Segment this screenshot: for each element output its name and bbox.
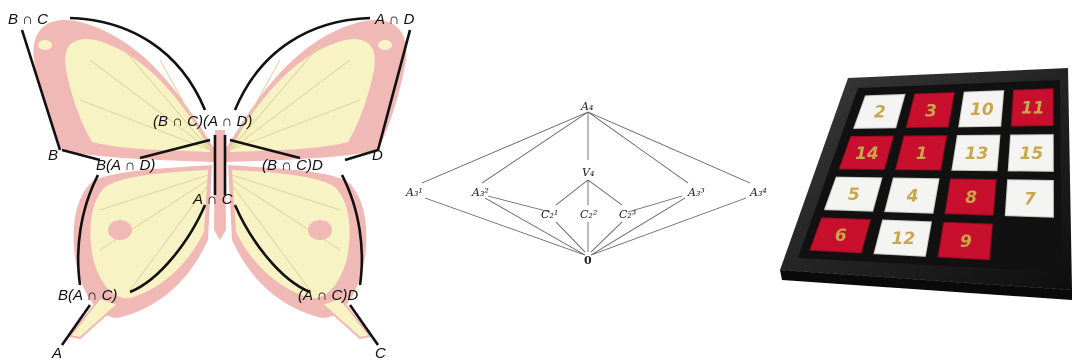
puzzle-tile-5: 5: [823, 176, 883, 212]
tile-number: 14: [855, 144, 879, 164]
tile-face: [958, 90, 1005, 128]
label-a-cap-c-d: (A ∩ C)D: [298, 287, 358, 304]
tile-number: 8: [965, 188, 977, 208]
tile-face: [1007, 134, 1054, 172]
puzzle-tile-15: 15: [1007, 134, 1054, 172]
label-c: C: [375, 345, 386, 360]
node-c2-1: C₂¹: [541, 208, 558, 221]
tile-face: [838, 135, 895, 171]
butterfly-svg: B ∩ C A ∩ D (B ∩ C)(A ∩ D) B B(A ∩ D) (B…: [8, 11, 415, 360]
tile-number: 1: [916, 144, 928, 164]
node-a3-3: A₃³: [687, 186, 705, 199]
puzzle-tile-13: 13: [951, 134, 1001, 172]
puzzle-tile-11: 11: [1010, 88, 1054, 127]
puzzle-tile-8: 8: [944, 178, 997, 216]
puzzle-tile-7: 7: [1004, 179, 1054, 218]
label-b-cap-c-top: B ∩ C: [8, 11, 48, 28]
subgroup-lattice: A₄ V₄ A₃¹ A₃² A₃³ A₃⁴ C₂¹ C₂² C₂³ 0: [400, 0, 780, 360]
node-v4: V₄: [582, 166, 594, 179]
node-a3-2: A₃²: [471, 186, 489, 199]
lattice-svg: A₄ V₄ A₃¹ A₃² A₃³ A₃⁴ C₂¹ C₂² C₂³ 0: [405, 100, 767, 267]
node-a3-1: A₃¹: [405, 186, 423, 199]
tile-number: 15: [1020, 144, 1044, 164]
label-b: B: [48, 147, 58, 164]
puzzle-tile-10: 10: [958, 90, 1005, 128]
puzzle-tile-12: 12: [873, 219, 933, 257]
right-tail: [320, 296, 372, 340]
label-a: A: [51, 345, 62, 360]
butterfly-diagram: B ∩ C A ∩ D (B ∩ C)(A ∩ D) B B(A ∩ D) (B…: [0, 0, 440, 360]
node-zero: 0: [584, 254, 592, 267]
butterfly-edges: [20, 16, 412, 346]
puzzle-svg: 2 3 10 11 14 1 13 15 5 4 8 7 6 12 9: [780, 68, 1072, 300]
left-wing-spot: [108, 220, 132, 240]
tile-number: 10: [970, 100, 994, 120]
node-a4: A₄: [580, 100, 593, 113]
butterfly-body: [214, 130, 226, 240]
lower-left-wing-inner: [90, 170, 208, 299]
tile-face: [944, 178, 997, 216]
puzzle-tile-9: 9: [937, 221, 993, 261]
tile-number: 11: [1021, 99, 1045, 119]
node-c2-3: C₂³: [619, 208, 636, 221]
tile-face: [809, 217, 872, 254]
tile-number: 6: [835, 226, 847, 246]
node-a3-4: A₃⁴: [749, 186, 767, 199]
tile-face: [853, 93, 906, 129]
tile-number: 5: [848, 185, 860, 205]
tile-face: [823, 176, 883, 212]
tile-face: [894, 135, 948, 171]
label-a-cap-c-center: A ∩ C: [192, 191, 233, 208]
lower-right-wing-inner: [232, 170, 350, 299]
tile-face: [951, 134, 1001, 172]
tile-face: [1010, 88, 1054, 127]
tile-face: [873, 219, 933, 257]
puzzle-tile-1: 1: [894, 135, 948, 171]
right-wing-eye: [378, 40, 392, 50]
puzzle-tile-6: 6: [809, 217, 872, 254]
lattice-edges: [421, 111, 751, 256]
tile-number: 13: [965, 144, 989, 164]
label-d: D: [372, 147, 383, 164]
left-wing-eye: [38, 40, 52, 50]
tile-number: 2: [874, 103, 886, 123]
label-center-top: (B ∩ C)(A ∩ D): [153, 113, 252, 130]
label-b-a-cap-d: B(A ∩ D): [96, 157, 155, 174]
puzzle-tile-3: 3: [905, 91, 955, 129]
puzzle-tile-2: 2: [853, 93, 906, 129]
tile-face: [884, 177, 940, 214]
tile-number: 7: [1024, 189, 1036, 209]
tile-face: [905, 91, 955, 129]
puzzle-tile-14: 14: [838, 135, 895, 171]
tile-face: [1004, 179, 1054, 218]
tile-number: 12: [892, 229, 916, 249]
tile-number: 9: [960, 232, 972, 252]
right-wing-spot: [308, 220, 332, 240]
label-b-a-cap-c: B(A ∩ C): [58, 287, 117, 304]
node-c2-2: C₂²: [580, 208, 597, 221]
label-b-cap-c-d: (B ∩ C)D: [262, 157, 323, 174]
puzzle-frame-edge: [780, 270, 1072, 300]
tile-grid: 2 3 10 11 14 1 13 15 5 4 8 7 6 12 9: [809, 88, 1054, 261]
tile-number: 4: [906, 186, 919, 206]
left-tail: [68, 296, 120, 340]
fifteen-puzzle-photo: 2 3 10 11 14 1 13 15 5 4 8 7 6 12 9: [770, 0, 1078, 360]
label-a-cap-d-top: A ∩ D: [374, 11, 415, 28]
puzzle-tile-4: 4: [884, 177, 940, 214]
tile-face: [937, 221, 993, 261]
tile-number: 3: [925, 101, 937, 121]
